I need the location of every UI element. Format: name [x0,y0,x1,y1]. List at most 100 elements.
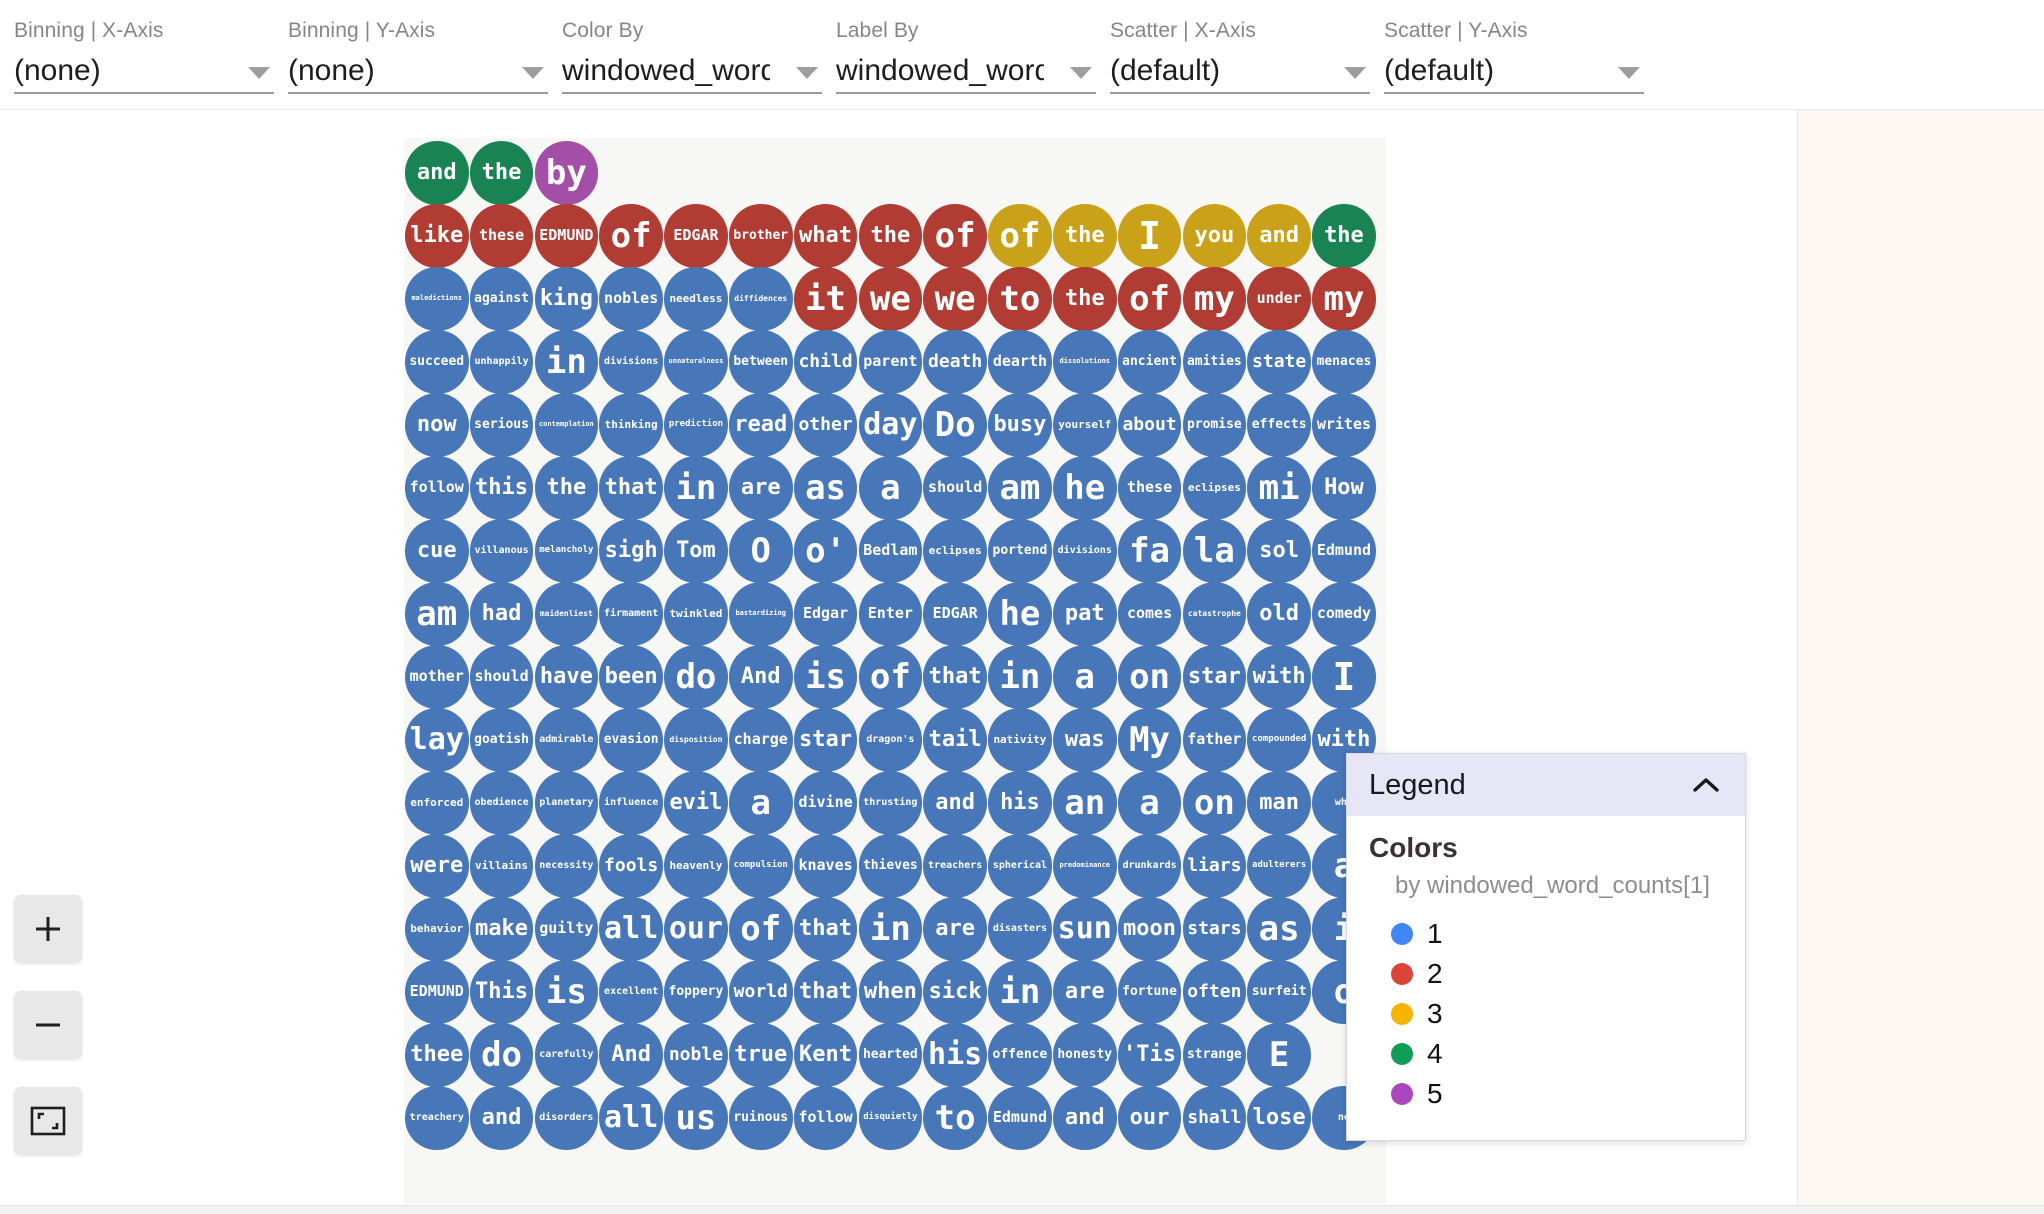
bubble-point[interactable]: dearth [988,330,1052,394]
bubble-point[interactable]: E [1247,1023,1311,1087]
bubble-point[interactable]: admirable [534,708,599,772]
bubble-point[interactable]: villains [469,834,534,898]
bubble-point[interactable]: Edmund [988,1086,1052,1150]
chevron-up-icon[interactable] [1691,775,1721,795]
bubble-point[interactable]: our [1117,1086,1182,1150]
bubble-point[interactable]: are [729,456,793,520]
chevron-down-icon[interactable] [248,67,270,79]
bubble-point[interactable]: catastrophe [1182,582,1247,646]
bubble-point[interactable]: his [923,1023,987,1087]
bubble-point[interactable]: necessity [534,834,599,898]
bubble-point[interactable]: Kent [793,1023,858,1087]
bubble-point[interactable]: moon [1117,897,1182,961]
bubble-point[interactable]: drunkards [1117,834,1182,898]
bubble-point[interactable]: dissolutions [1053,330,1117,394]
bubble-point[interactable]: charge [729,708,793,772]
bubble-point[interactable]: eclipses [923,519,987,583]
bubble-point[interactable]: the [469,141,534,205]
label-by-select[interactable]: windowed_word_counts [836,50,1096,94]
bubble-point[interactable]: spherical [988,834,1052,898]
bubble-point[interactable]: hearted [858,1023,923,1087]
color-by-select[interactable]: windowed_word_counts [562,50,822,94]
bubble-point[interactable]: an [1053,771,1117,835]
bubble-point[interactable]: strange [1182,1023,1247,1087]
legend-entry-4[interactable]: 4 [1347,1034,1745,1074]
bubble-point[interactable]: enforced [405,771,469,835]
bubble-point[interactable]: as [1247,897,1311,961]
bubble-point[interactable]: my [1312,267,1376,331]
bubble-point[interactable]: of [599,204,663,268]
bubble-point[interactable]: we [858,267,923,331]
bubble-point[interactable]: I [1117,204,1182,268]
bubble-point[interactable]: knaves [793,834,858,898]
bubble-point[interactable]: do [664,645,728,709]
chevron-down-icon[interactable] [796,67,818,79]
bubble-point[interactable]: stars [1182,897,1247,961]
bubble-point[interactable]: the [1053,267,1117,331]
chevron-down-icon[interactable] [1344,67,1366,79]
bubble-point[interactable]: This [469,960,534,1024]
bubble-point[interactable]: guilty [534,897,599,961]
bubble-point[interactable]: thee [405,1023,469,1087]
bubble-point[interactable]: And [599,1023,663,1087]
bubble-point[interactable]: us [664,1086,728,1150]
bubble-point[interactable]: mi [1247,456,1311,520]
bubble-point[interactable]: bastardizing [729,582,793,646]
bubble-point[interactable]: the [1312,204,1376,268]
bubble-point[interactable]: divine [793,771,858,835]
bubble-point[interactable]: and [405,141,469,205]
bubble-point[interactable]: fortune [1117,960,1182,1024]
bubble-point[interactable]: melancholy [534,519,599,583]
bubble-point[interactable]: is [793,645,858,709]
bubble-point[interactable]: and [469,1086,534,1150]
bubble-point[interactable]: diffidences [729,267,793,331]
bubble-point[interactable]: in [664,456,728,520]
bubble-point[interactable]: that [793,960,858,1024]
bubble-point[interactable]: heavenly [664,834,728,898]
bubble-point[interactable]: 'Tis [1117,1023,1182,1087]
bubble-point[interactable]: behavior [405,897,469,961]
bubble-point[interactable]: these [469,204,534,268]
bubble-point[interactable]: cue [405,519,469,583]
bubble-point[interactable]: am [988,456,1052,520]
bubble-point[interactable]: pat [1053,582,1117,646]
chevron-down-icon[interactable] [522,67,544,79]
bubble-point[interactable]: Edgar [793,582,858,646]
bubble-point[interactable]: Do [923,393,987,457]
bubble-point[interactable]: maledictions [405,267,469,331]
bubble-point[interactable]: evasion [599,708,663,772]
bubble-point[interactable]: Bedlam [858,519,923,583]
bubble-point[interactable]: carefully [534,1023,599,1087]
bubble-point[interactable]: yourself [1053,393,1117,457]
bubble-point[interactable]: disasters [988,897,1052,961]
bubble-point[interactable]: comes [1117,582,1182,646]
bubble-point[interactable]: tail [923,708,987,772]
bubble-point[interactable]: follow [405,456,469,520]
bubble-point[interactable]: a [729,771,793,835]
bubble-point[interactable]: and [1053,1086,1117,1150]
bubble-point[interactable]: had [469,582,534,646]
bubble-point[interactable]: unhappily [469,330,534,394]
binning-y-axis-select[interactable]: (none) [288,50,548,94]
bubble-point[interactable]: is [534,960,599,1024]
bubble-point[interactable]: honesty [1053,1023,1117,1087]
bubble-point[interactable]: of [988,204,1052,268]
bubble-point[interactable]: mother [405,645,469,709]
bubble-point[interactable]: compulsion [729,834,793,898]
bubble-point[interactable]: eclipses [1182,456,1247,520]
bubble-point[interactable]: promise [1182,393,1247,457]
bubble-point[interactable]: Enter [858,582,923,646]
bubble-point[interactable]: and [923,771,987,835]
bubble-point[interactable]: obedience [469,771,534,835]
bubble-point[interactable]: the [1053,204,1117,268]
bubble-point[interactable]: predominance [1053,834,1117,898]
bubble-point[interactable]: And [729,645,793,709]
bubble-point[interactable]: O [729,519,793,583]
bubble-point[interactable]: in [858,897,923,961]
bubble-point[interactable]: between [729,330,793,394]
bubble-point[interactable]: as [793,456,858,520]
bubble-point[interactable]: it [793,267,858,331]
chevron-down-icon[interactable] [1070,67,1092,79]
bubble-point[interactable]: we [923,267,987,331]
bubble-point[interactable]: king [534,267,599,331]
